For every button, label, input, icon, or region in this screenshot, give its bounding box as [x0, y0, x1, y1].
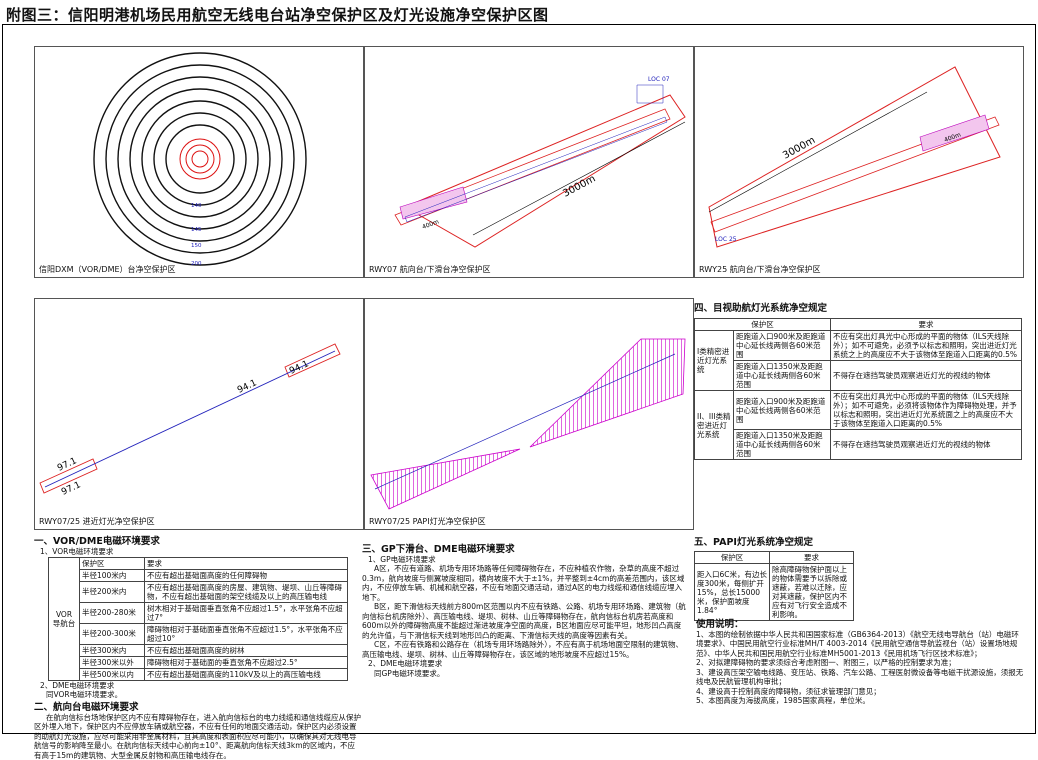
section-visual-aids: 四、目视助航灯光系统净空规定 保护区要求 I类精密进近灯光系统距跑道入口900米… [694, 303, 1028, 460]
note-item: 2、对拟建障碍物的要求须综合考虑附图一、附图三，以严格的控制要求为准； [696, 658, 1026, 668]
section-heading: 一、VOR/DME电磁环境要求 [34, 536, 362, 547]
section-papi-rules: 五、PAPI灯光系统净空规定 保护区要求 距入口6C米，有边长度300米，每侧扩… [694, 537, 1028, 621]
panel-label: RWY25 航向台/下滑台净空保护区 [699, 264, 820, 275]
sub-heading: 2、DME电磁环境要求 [40, 681, 362, 691]
vor-ring [142, 101, 258, 217]
section-heading: 三、GP下滑台、DME电磁环境要求 [362, 545, 687, 555]
paragraph-a: A区，不应有道路、机场专用环场路等任何障碍物存在，不应种植农作物，杂草的高度不超… [362, 564, 687, 602]
elev-label-2: 94.1 [288, 359, 310, 377]
vor-table: VOR 导航台保护区要求 半径100米内不应有超出基础面高度的任何障碍物 半径2… [48, 557, 348, 681]
usage-notes: 使用说明： 1、本图的绘制依据中华人民共和国国家标准（GB6364-2013）《… [696, 620, 1026, 706]
sub-heading: 2、DME电磁环境要求 [368, 659, 687, 669]
panel-rwy25-loc: 3000m 400m LOC 25 RWY25 航向台/下滑台净空保护区 [694, 46, 1024, 278]
dim-small-label: 400m [421, 218, 440, 231]
section-gp-dme: 三、GP下滑台、DME电磁环境要求 1、GP电磁环境要求 A区，不应有道路、机场… [362, 545, 687, 678]
papi-table: 保护区要求 距入口6C米，有边长度300米，每侧扩开15%，总长15000米，保… [694, 551, 854, 621]
panel-papi: RWY07/25 PAPI灯光净空保护区 [364, 298, 694, 530]
note-item: 4、建设高于控制高度的障碍物，须征求管理部门意见； [696, 687, 1026, 697]
sub-heading: 1、VOR电磁环境要求 [40, 547, 362, 557]
ring-label-4: 200 [191, 261, 202, 267]
note-item: 5、本图高度为海拔高度，1985国家高程，单位米。 [696, 696, 1026, 706]
section-heading: 四、目视助航灯光系统净空规定 [694, 303, 1028, 314]
sub-heading: 1、GP电磁环境要求 [368, 555, 687, 565]
section-vor-dme: 一、VOR/DME电磁环境要求 1、VOR电磁环境要求 VOR 导航台保护区要求… [34, 536, 362, 760]
section-heading: 五、PAPI灯光系统净空规定 [694, 537, 1028, 548]
panel-label: RWY07 航向台/下滑台净空保护区 [369, 264, 490, 275]
vor-ring [192, 151, 208, 167]
vor-ring [106, 65, 294, 253]
paragraph-c: C区，不应有铁路和公路存在（机场专用环场路除外），不应有高于机场地面空限制的建筑… [362, 640, 687, 659]
section-heading: 二、航向台电磁环境要求 [34, 702, 362, 713]
page-title: 附图三：信阳明港机场民用航空无线电台站净空保护区及灯光设施净空保护区图 [6, 4, 549, 25]
vor-ring [154, 113, 246, 205]
dim-label: 3000m [561, 173, 597, 199]
section-paragraph: 在航向信标台场地保护区内不应有障碍物存在，进入航向信标台的电力线缆和通信线缆应从… [34, 713, 362, 760]
vor-rings-graphic: 140 145 150 200 [35, 47, 365, 279]
vor-ring [186, 145, 214, 173]
ring-label-3: 150 [191, 243, 202, 249]
rwy07-loc-graphic: 3000m 400m LOC 07 [365, 47, 695, 279]
ring-label-1: 140 [191, 203, 202, 209]
loc-tag: LOC 07 [648, 76, 670, 83]
elev-label-3: 97.1 [60, 480, 82, 498]
rwy25-loc-graphic: 3000m 400m LOC 25 [695, 47, 1025, 279]
note-item: 3、建设高压架空输电线路、变压站、铁路、汽车公路、工程医射微设备等电磁干扰源设施… [696, 668, 1026, 687]
panel-label: RWY07/25 PAPI灯光净空保护区 [369, 516, 486, 527]
visual-aids-table: 保护区要求 I类精密进近灯光系统距跑道入口900米及距跑道中心延长线两侧各60米… [694, 318, 1022, 460]
note-item: 1、本图的绘制依据中华人民共和国国家标准（GB6364-2013）《航空无线电导… [696, 630, 1026, 659]
papi-graphic [365, 299, 695, 531]
notes-heading: 使用说明： [696, 620, 1026, 630]
panel-label: 信阳DXM（VOR/DME）台净空保护区 [39, 264, 176, 275]
panel-rwy07-loc: 3000m 400m LOC 07 RWY07 航向台/下滑台净空保护区 [364, 46, 694, 278]
sub-text: 同VOR电磁环境要求。 [46, 690, 362, 700]
vor-ring [94, 53, 306, 265]
elev-label-4: 94.1 [236, 378, 258, 396]
panel-approach-lights: 97.1 94.1 97.1 94.1 RWY07/25 进近灯光净空保护区 [34, 298, 364, 530]
loc-tag: LOC 25 [715, 236, 737, 243]
ring-label-2: 145 [191, 227, 202, 233]
panel-label: RWY07/25 进近灯光净空保护区 [39, 516, 155, 527]
approach-lights-graphic: 97.1 94.1 97.1 94.1 [35, 299, 365, 531]
panel-vor-dme: 140 145 150 200 信阳DXM（VOR/DME）台净空保护区 [34, 46, 364, 278]
paragraph-b: B区，距下滑信标天线前方800m区范围以内不应有铁路、公路、机场专用环场路、建筑… [362, 602, 687, 640]
sub-text: 同GP电磁环境要求。 [374, 669, 687, 679]
vor-ring [166, 125, 234, 193]
